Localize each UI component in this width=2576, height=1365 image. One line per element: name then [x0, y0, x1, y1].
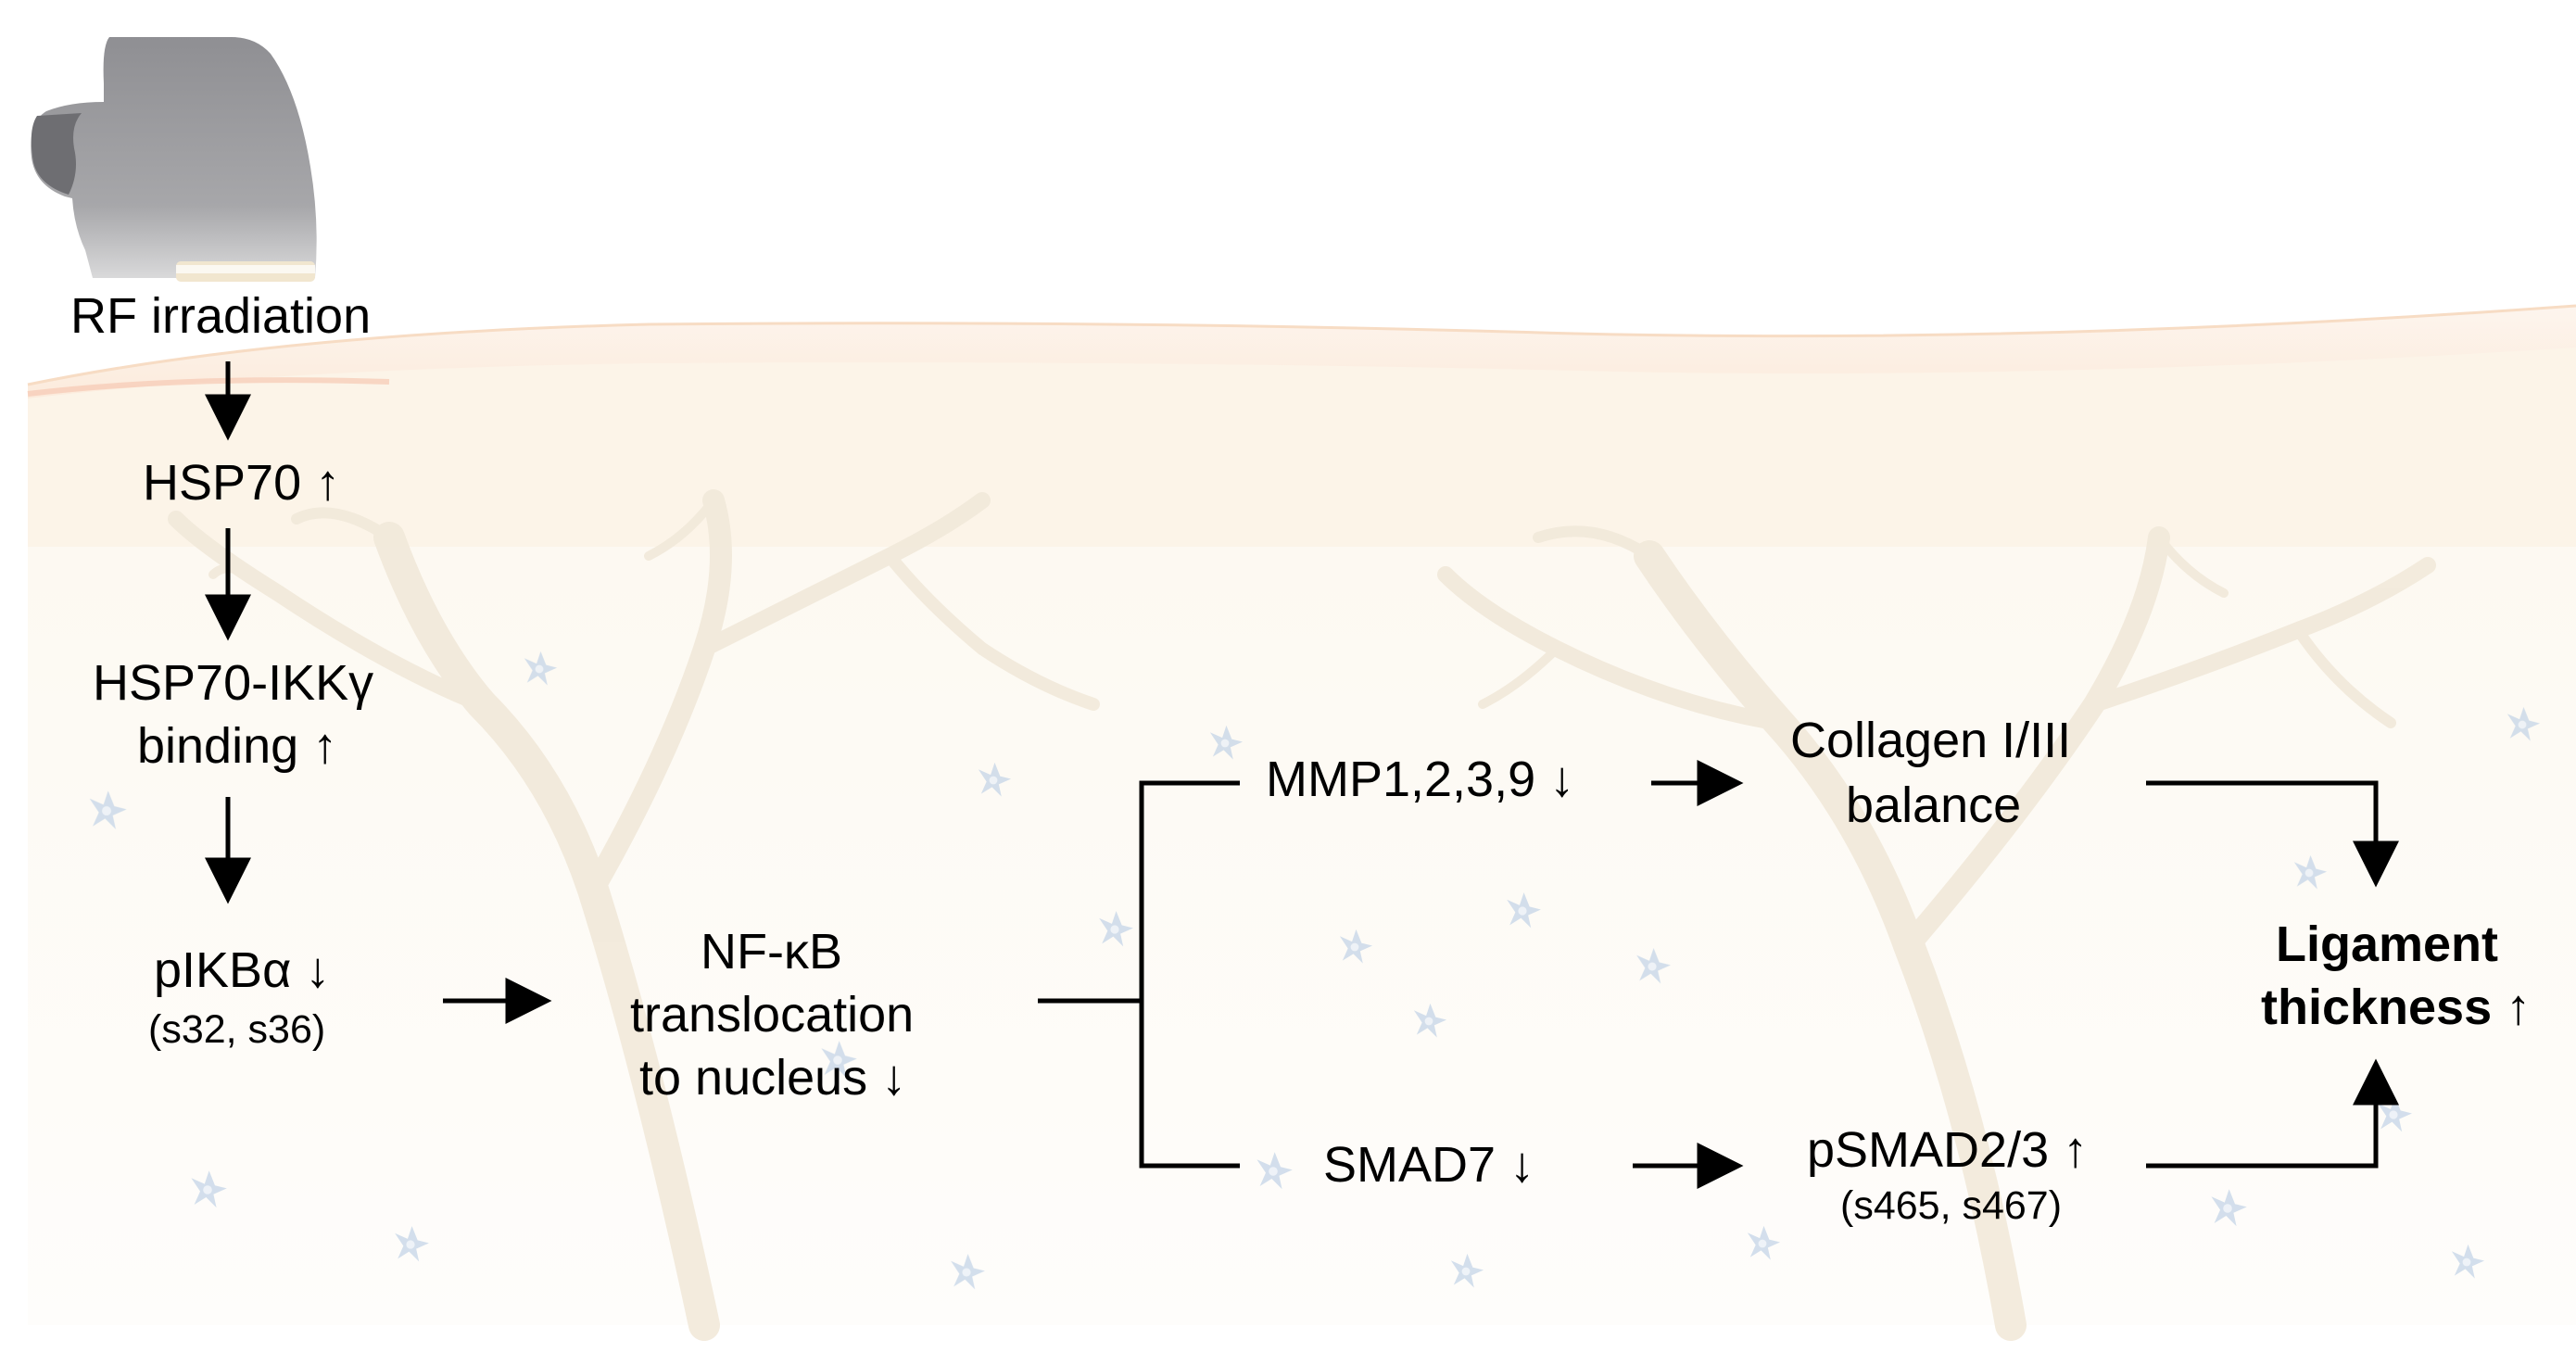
node-hsp70-ikk-line1: HSP70-IKKγ [93, 655, 374, 711]
node-psmad-sites: (s465, s467) [1840, 1183, 2063, 1228]
node-rf-irradiation: RF irradiation [70, 288, 372, 344]
node-nfkb-line2: translocation [630, 987, 915, 1043]
node-mmp: MMP1,2,3,9 ↓ [1266, 752, 1575, 807]
arrow-psmad-to-ligament [2146, 1058, 2399, 1169]
arrow-collagen-to-ligament [2146, 780, 2399, 888]
node-nfkb-line3: to nucleus ↓ [639, 1050, 907, 1106]
tissue-background [27, 304, 2576, 1341]
node-pikba-sites: (s32, s36) [148, 1007, 326, 1052]
node-hsp70-ikk-line2: binding ↑ [137, 718, 338, 774]
node-hsp70: HSP70 ↑ [143, 455, 341, 511]
node-ligament-line2: thickness ↑ [2261, 980, 2532, 1035]
branch-connector [1038, 780, 1240, 1169]
node-collagen-line1: Collagen I/III [1790, 713, 2072, 768]
node-collagen-line2: balance [1846, 777, 2022, 833]
node-nfkb-line1: NF-κB [701, 924, 842, 980]
node-ligament-line1: Ligament [2276, 916, 2499, 972]
node-smad7: SMAD7 ↓ [1323, 1137, 1535, 1193]
rf-handpiece-icon [31, 37, 317, 282]
node-psmad: pSMAD2/3 ↑ [1807, 1122, 2089, 1178]
node-pikba: pIKBα ↓ [154, 942, 331, 998]
